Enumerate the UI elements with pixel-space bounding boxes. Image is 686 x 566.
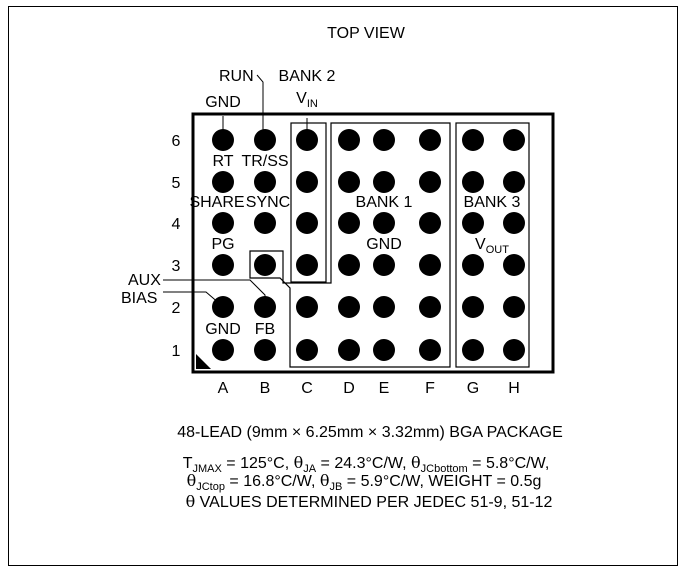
bank1-signal: GND xyxy=(366,236,402,253)
ball-f1 xyxy=(419,339,441,361)
row-label-3: 3 xyxy=(172,258,181,275)
row-label-2: 2 xyxy=(172,300,181,317)
ball-b1 xyxy=(254,339,276,361)
ball-e1 xyxy=(373,339,395,361)
title: TOP VIEW xyxy=(327,25,406,42)
pin-label-pg: PG xyxy=(211,236,234,253)
ball-f3 xyxy=(419,254,441,276)
pin-label-tr-ss: TR/SS xyxy=(241,153,288,170)
ball-h1 xyxy=(503,339,525,361)
ball-a6 xyxy=(212,129,234,151)
ball-f4 xyxy=(419,212,441,234)
row-label-4: 4 xyxy=(172,216,181,233)
ball-d3 xyxy=(338,254,360,276)
ball-b3 xyxy=(254,254,276,276)
row-label-6: 6 xyxy=(172,133,181,150)
row-label-5: 5 xyxy=(172,175,181,192)
column-label-b: B xyxy=(260,380,271,397)
ball-g6 xyxy=(462,129,484,151)
bank2-label: BANK 2 xyxy=(279,68,336,85)
ball-a3 xyxy=(212,254,234,276)
ball-h4 xyxy=(503,212,525,234)
ball-h5 xyxy=(503,171,525,193)
ball-d2 xyxy=(338,296,360,318)
caption-thermal-2: θJCtop = 16.8°C/W, θJB = 5.9°C/W, WEIGHT… xyxy=(187,471,542,493)
column-label-a: A xyxy=(218,380,229,397)
bank1-outline xyxy=(249,122,451,368)
caption-jedec: θ VALUES DETERMINED PER JEDEC 51-9, 51-1… xyxy=(186,492,553,511)
ball-d6 xyxy=(338,129,360,151)
column-label-d: D xyxy=(343,380,355,397)
ball-g5 xyxy=(462,171,484,193)
ball-g2 xyxy=(462,296,484,318)
bank3-signal: VOUT xyxy=(475,236,509,256)
column-label-f: F xyxy=(425,380,435,397)
column-label-c: C xyxy=(301,380,313,397)
ball-c2 xyxy=(296,296,318,318)
ball-e5 xyxy=(373,171,395,193)
ball-e2 xyxy=(373,296,395,318)
pin-label-bottom-gnd: GND xyxy=(205,321,241,338)
pin-label-top-gnd: GND xyxy=(205,94,241,111)
row-labels: 1 2 3 4 5 6 xyxy=(172,133,181,360)
pin-label-run: RUN xyxy=(219,68,254,85)
pin-label-fb: FB xyxy=(255,321,275,338)
pin-label-share: SHARE xyxy=(189,194,244,211)
ball-h6 xyxy=(503,129,525,151)
ball-b5 xyxy=(254,171,276,193)
column-label-g: G xyxy=(467,380,479,397)
ball-e4 xyxy=(373,212,395,234)
bank3-outline xyxy=(455,122,530,368)
package-outline xyxy=(191,112,555,374)
bank2-outline xyxy=(290,122,327,283)
column-label-e: E xyxy=(379,380,390,397)
ball-a4 xyxy=(212,212,234,234)
ball-c4 xyxy=(296,212,318,234)
pin-label-sync: SYNC xyxy=(246,194,290,211)
ball-b6 xyxy=(254,129,276,151)
ball-f6 xyxy=(419,129,441,151)
pin-label-aux: AUX xyxy=(128,272,161,289)
ball-c5 xyxy=(296,171,318,193)
ball-d4 xyxy=(338,212,360,234)
ball-d1 xyxy=(338,339,360,361)
ball-g1 xyxy=(462,339,484,361)
row-label-1: 1 xyxy=(172,343,181,360)
ball-f5 xyxy=(419,171,441,193)
ball-f2 xyxy=(419,296,441,318)
run-leader xyxy=(256,74,264,130)
pin-label-rt: RT xyxy=(212,153,233,170)
ball-g4 xyxy=(462,212,484,234)
ball-d5 xyxy=(338,171,360,193)
ball-h2 xyxy=(503,296,525,318)
column-labels: A B C D E F G H xyxy=(218,380,520,397)
ball-a2 xyxy=(212,296,234,318)
ball-c3 xyxy=(296,254,318,276)
ball-g3 xyxy=(462,254,484,276)
bga-pinout-diagram: TOP VIEW A B C D E F G H 1 2 3 4 5 6 RUN GND RT TR/S… xyxy=(121,25,563,511)
bank1-label: BANK 1 xyxy=(356,194,413,211)
pin-label-bias: BIAS xyxy=(121,290,157,307)
bank3-label: BANK 3 xyxy=(464,194,521,211)
ball-a5 xyxy=(212,171,234,193)
ball-c1 xyxy=(296,339,318,361)
ball-h3 xyxy=(503,254,525,276)
caption-package: 48-LEAD (9mm × 6.25mm × 3.32mm) BGA PACK… xyxy=(177,424,563,441)
column-label-h: H xyxy=(508,380,520,397)
ball-a1 xyxy=(212,339,234,361)
ball-c6 xyxy=(296,129,318,151)
pin1-marker xyxy=(196,354,211,369)
caption-thermal-1: TJMAX = 125°C, θJA = 24.3°C/W, θJCbottom… xyxy=(183,453,550,475)
bank2-signal: VIN xyxy=(296,90,318,110)
ball-e6 xyxy=(373,129,395,151)
ball-e3 xyxy=(373,254,395,276)
ball-b2 xyxy=(254,296,276,318)
ball-grid xyxy=(212,129,525,361)
ball-b4 xyxy=(254,212,276,234)
